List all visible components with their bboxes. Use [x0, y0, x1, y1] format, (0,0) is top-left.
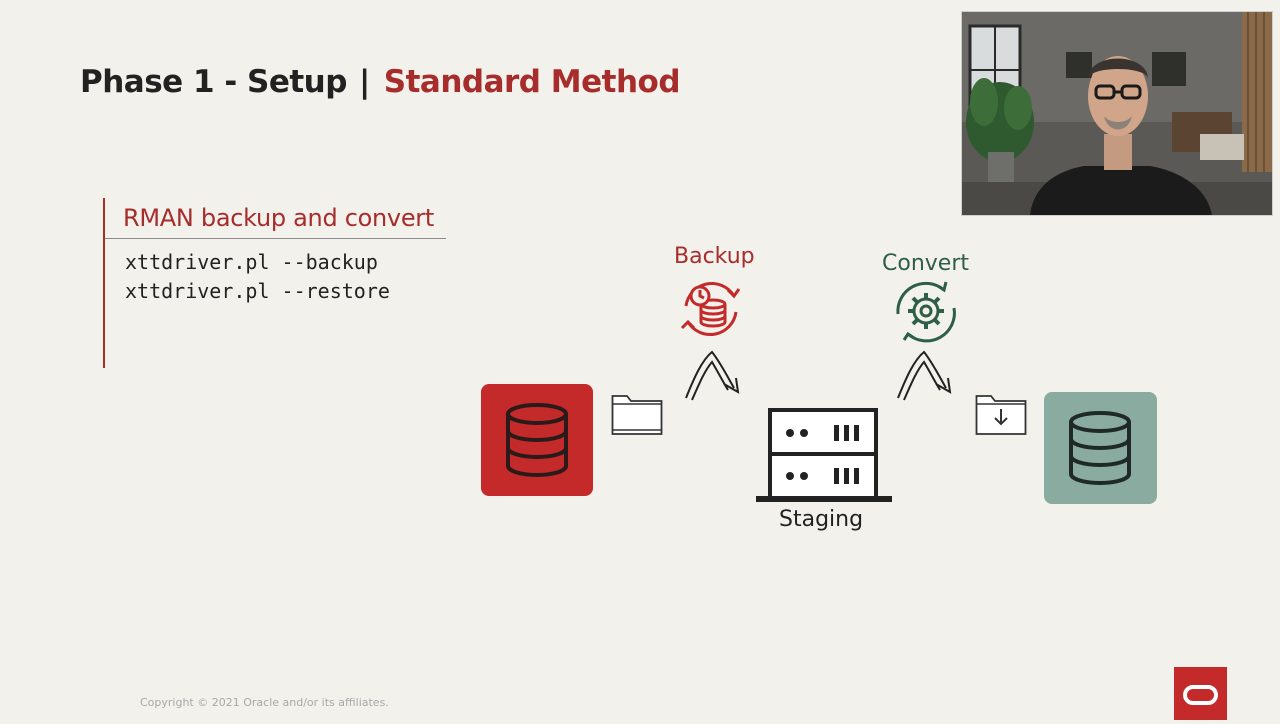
backup-cycle-icon: [680, 282, 741, 336]
curved-arrow-icon: [897, 350, 952, 401]
title-main: Phase 1 - Setup: [80, 64, 347, 100]
oracle-logo: [1174, 667, 1227, 720]
convert-label: Convert: [882, 251, 969, 276]
title-separator: |: [358, 64, 370, 100]
title-accent: Standard Method: [383, 64, 681, 100]
source-database: [481, 384, 593, 496]
rman-divider: [105, 238, 446, 239]
target-database: [1044, 392, 1157, 504]
database-icon: [1069, 411, 1131, 485]
database-icon: [506, 403, 568, 477]
presenter-image: [962, 12, 1272, 215]
rman-heading: RMAN backup and convert: [123, 204, 434, 232]
convert-gear-icon: [896, 281, 956, 343]
server-rack-icon: [756, 408, 892, 502]
curved-arrow-icon: [685, 350, 740, 401]
staging-label: Staging: [779, 507, 864, 532]
folder-download-icon: [975, 395, 1027, 435]
slide-title: Phase 1 - Setup | Standard Method: [80, 64, 681, 100]
folder-icon: [611, 395, 663, 435]
oracle-logo-icon: [1183, 685, 1218, 705]
presenter-video: [961, 11, 1273, 216]
copyright-text: Copyright © 2021 Oracle and/or its affil…: [140, 696, 389, 709]
command-backup: xttdriver.pl --backup: [125, 250, 378, 274]
command-restore: xttdriver.pl --restore: [125, 279, 390, 303]
rman-panel: RMAN backup and convert xttdriver.pl --b…: [103, 198, 446, 368]
backup-label: Backup: [674, 244, 755, 269]
